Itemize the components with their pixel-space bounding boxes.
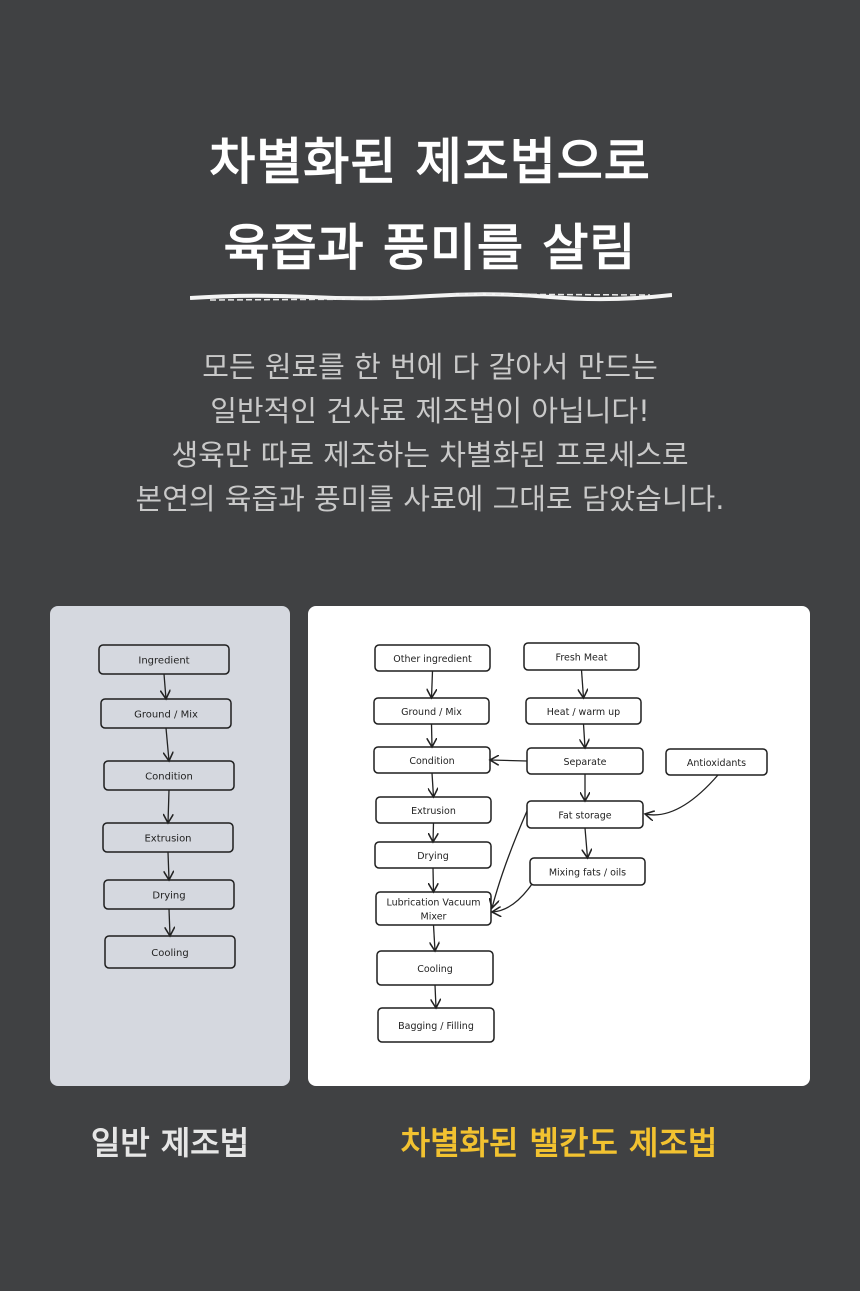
flow-arrow [433, 867, 434, 892]
process-step: Fresh Meat [523, 642, 640, 671]
process-step: Other ingredient [374, 644, 491, 672]
step-label: Extrusion [144, 834, 191, 845]
step-label: Ground / Mix [134, 710, 198, 721]
process-step: Antioxidants [665, 748, 768, 776]
flow-arrow [492, 883, 533, 912]
step-label: Condition [145, 772, 193, 783]
process-step: Extrusion [375, 796, 492, 824]
step-label: Mixer [421, 912, 447, 923]
step-label: Fresh Meat [556, 653, 608, 664]
step-label: Drying [417, 851, 449, 862]
step-label: Lubrication Vacuum [386, 898, 480, 909]
step-label: Cooling [151, 948, 188, 959]
flow-arrow [432, 670, 433, 698]
process-step: Drying [374, 841, 492, 869]
brush-underline [190, 292, 672, 302]
flow-arrow [432, 723, 433, 747]
flow-arrow [169, 908, 170, 936]
process-step: Separate [526, 747, 644, 775]
process-step: Ground / Mix [373, 697, 490, 725]
process-step: Cooling [104, 935, 236, 969]
flow-arrow [166, 727, 169, 761]
step-box [665, 748, 768, 776]
headline-line-1: 차별화된 제조법으로 [209, 133, 651, 191]
step-label: Antioxidants [687, 758, 746, 769]
description-line: 생육만 따로 제조하는 차별화된 프로세스로 [171, 438, 689, 472]
flow-arrow [645, 774, 719, 815]
process-step: Heat / warm up [525, 697, 642, 725]
step-label: Ground / Mix [401, 707, 462, 718]
step-label: Mixing fats / oils [549, 868, 626, 879]
process-step: Condition [373, 746, 491, 774]
description-line: 본연의 육즙과 풍미를 사료에 그대로 담았습니다. [135, 482, 725, 516]
step-label: Extrusion [411, 806, 456, 817]
flow-arrow [585, 827, 588, 858]
description-line: 일반적인 건사료 제조법이 아닙니다! [210, 394, 650, 428]
flow-arrow [164, 673, 166, 699]
general-process-caption: 일반 제조법 [90, 1124, 250, 1162]
flow-arrow [432, 772, 434, 797]
flow-arrow [584, 723, 586, 748]
process-step: Extrusion [102, 822, 234, 853]
belcando-process-caption: 차별화된 벨칸도 제조법 [400, 1124, 718, 1162]
process-step: Fat storage [526, 800, 644, 829]
step-label: Heat / warm up [547, 707, 620, 718]
flow-arrow [168, 789, 169, 823]
process-step: Ingredient [98, 644, 230, 675]
step-label: Ingredient [138, 656, 189, 667]
flow-arrow [492, 810, 528, 908]
step-label: Bagging / Filling [398, 1021, 474, 1032]
step-label: Separate [563, 757, 606, 768]
flow-arrow [582, 669, 584, 698]
flow-arrow [490, 760, 528, 761]
step-label: Cooling [417, 964, 453, 975]
step-label: Condition [409, 756, 454, 767]
flow-arrow [434, 924, 436, 951]
process-step: Condition [103, 760, 235, 791]
description: 모든 원료를 한 번에 다 갈아서 만드는 일반적인 건사료 제조법이 아닙니다… [0, 345, 860, 521]
step-label: Drying [152, 891, 185, 902]
headline-line-2: 육즙과 풍미를 살림 [223, 219, 637, 277]
flow-arrow [433, 822, 434, 842]
process-step: Cooling [376, 950, 494, 986]
process-step: Mixing fats / oils [529, 857, 646, 886]
flow-arrow [435, 984, 436, 1008]
description-line: 모든 원료를 한 번에 다 갈아서 만드는 [202, 350, 658, 384]
flow-arrow [168, 851, 169, 880]
process-step: Bagging / Filling [377, 1007, 495, 1043]
process-step: Ground / Mix [100, 698, 232, 729]
step-label: Other ingredient [393, 654, 472, 665]
step-label: Fat storage [558, 811, 611, 822]
process-step: Drying [103, 879, 235, 910]
